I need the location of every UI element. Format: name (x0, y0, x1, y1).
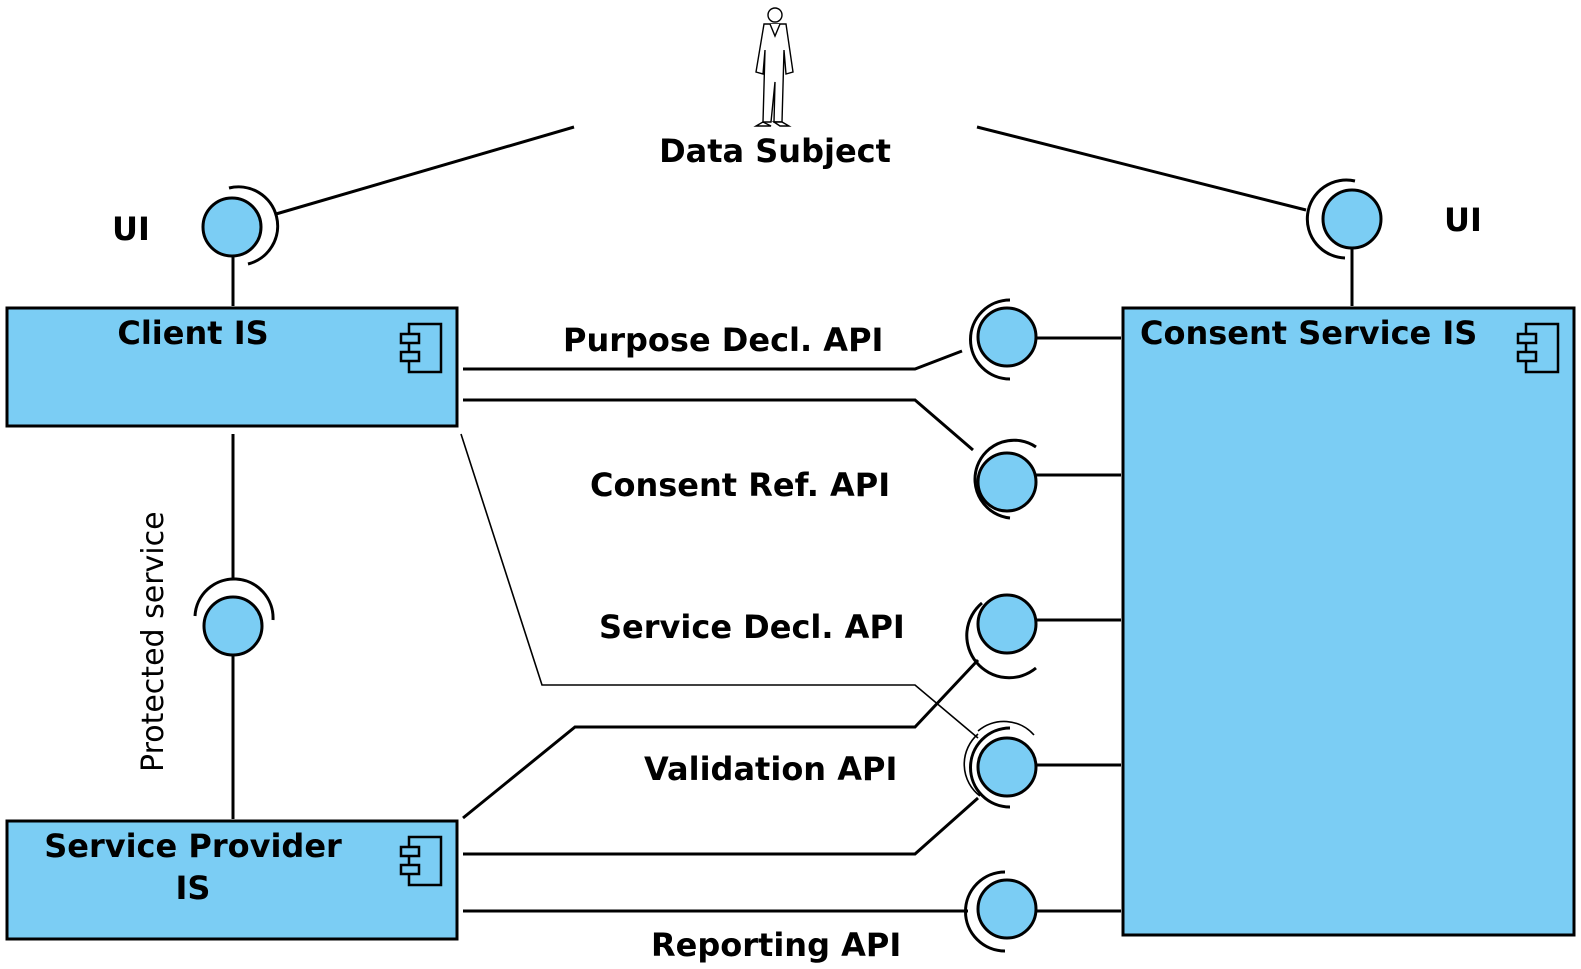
consent-service-is-label: Consent Service IS (1140, 314, 1477, 352)
component-icon (1516, 322, 1560, 374)
purpose-decl-interface[interactable] (969, 298, 1122, 381)
actor-to-client-ui-line (275, 125, 575, 216)
consent-service-is-component[interactable]: Consent Service IS (1121, 306, 1576, 937)
data-subject-label: Data Subject (659, 132, 891, 170)
service-decl-wire (462, 658, 980, 820)
validation-label: Validation API (644, 750, 897, 788)
component-icon (399, 322, 443, 374)
consent-ref-interface[interactable] (973, 438, 1121, 520)
component-icon (399, 835, 443, 887)
service-provider-is-component[interactable]: Service Provider IS (5, 819, 459, 941)
service-provider-label-line2: IS (176, 869, 211, 907)
service-provider-label-line1: Service Provider (44, 827, 342, 865)
purpose-decl-wire (463, 349, 963, 371)
protected-service-label: Protected service (136, 511, 171, 772)
purpose-decl-label: Purpose Decl. API (563, 321, 883, 359)
reporting-interface[interactable] (964, 870, 1121, 953)
service-decl-label: Service Decl. API (599, 608, 905, 646)
actor-to-consent-ui-line (976, 125, 1307, 212)
client-ui-label: UI (112, 210, 150, 248)
person-icon (753, 7, 794, 127)
client-ui-interface[interactable] (201, 185, 280, 306)
consent-ui-interface[interactable] (1305, 178, 1383, 306)
consent-ref-label: Consent Ref. API (590, 466, 890, 504)
client-is-component[interactable]: Client IS (5, 306, 459, 428)
validation-interface[interactable] (963, 720, 1121, 809)
reporting-label: Reporting API (651, 926, 901, 964)
protected-service-interface[interactable] (193, 577, 275, 819)
client-validation-wire (460, 433, 979, 739)
consent-ui-label: UI (1444, 201, 1482, 239)
provider-validation-wire (463, 796, 979, 856)
service-decl-interface[interactable] (965, 593, 1121, 680)
client-is-label: Client IS (117, 314, 268, 352)
consent-ref-wire (463, 398, 974, 452)
